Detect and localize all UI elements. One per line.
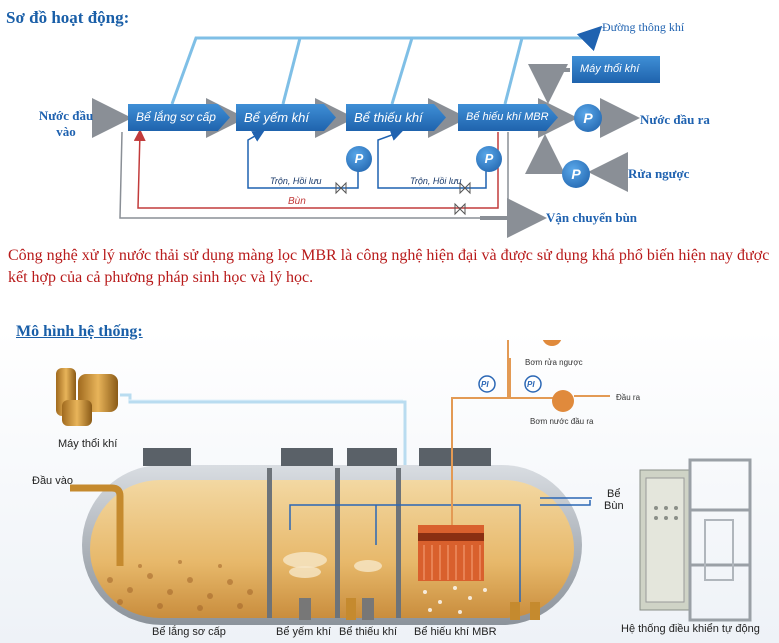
recirc-pump-2-icon: P bbox=[476, 146, 502, 172]
tank-primary-settling: Bể lắng sơ cấp bbox=[128, 104, 230, 131]
control-system-label: Hệ thống điều khiển tự động bbox=[621, 623, 760, 635]
pressure-gauge-1: PI bbox=[481, 380, 489, 389]
vent-line-label: Đường thông khí bbox=[602, 20, 685, 34]
backwash-pump-label: Bơm rửa ngược bbox=[525, 358, 583, 367]
output-pump-icon: P bbox=[574, 104, 602, 132]
compartment-label-2: Bể yếm khí bbox=[276, 626, 332, 638]
recirc-pump-1-icon: P bbox=[346, 146, 372, 172]
mix-label-1: Trộn, Hồi lưu bbox=[270, 176, 322, 186]
tank-anaerobic: Bể yếm khí bbox=[236, 104, 336, 131]
tank-aerobic-mbr: Bể hiếu khí MBR bbox=[458, 104, 558, 131]
input-label: Nước đầu vào bbox=[38, 108, 94, 139]
blower-box: Máy thổi khí bbox=[572, 56, 660, 83]
output-label: Nước đầu ra bbox=[640, 112, 710, 127]
compartment-label-1: Bể lắng sơ cấp bbox=[152, 626, 226, 638]
sludge-label: Bùn bbox=[288, 196, 306, 207]
inlet-label: Đầu vào bbox=[32, 475, 73, 487]
blower-label: Máy thổi khí bbox=[58, 438, 118, 450]
diagram-title: Sơ đồ hoạt động: bbox=[6, 8, 130, 27]
backwash-label: Rửa ngược bbox=[628, 166, 690, 181]
system-model-graphic bbox=[56, 340, 752, 625]
pressure-gauge-2: PI bbox=[527, 380, 535, 389]
mix-label-2: Trộn, Hồi lưu bbox=[410, 176, 462, 186]
model-title: Mô hình hệ thống: bbox=[16, 323, 143, 340]
tank-anoxic: Bể thiếu khí bbox=[346, 104, 446, 131]
description-text: Công nghệ xử lý nước thải sử dụng màng l… bbox=[8, 247, 770, 286]
compartment-label-3: Bể thiếu khí bbox=[339, 626, 398, 638]
flow-lines bbox=[92, 25, 640, 238]
backwash-pump-icon: P bbox=[562, 160, 590, 188]
outlet-pump-label: Bơm nước đầu ra bbox=[530, 417, 594, 426]
sludge-tank-label: Bể Bùn bbox=[604, 488, 624, 512]
sludge-transport-label: Vận chuyển bùn bbox=[546, 210, 638, 225]
outlet-label: Đầu ra bbox=[616, 393, 641, 402]
compartment-label-4: Bể hiếu khí MBR bbox=[414, 626, 497, 638]
